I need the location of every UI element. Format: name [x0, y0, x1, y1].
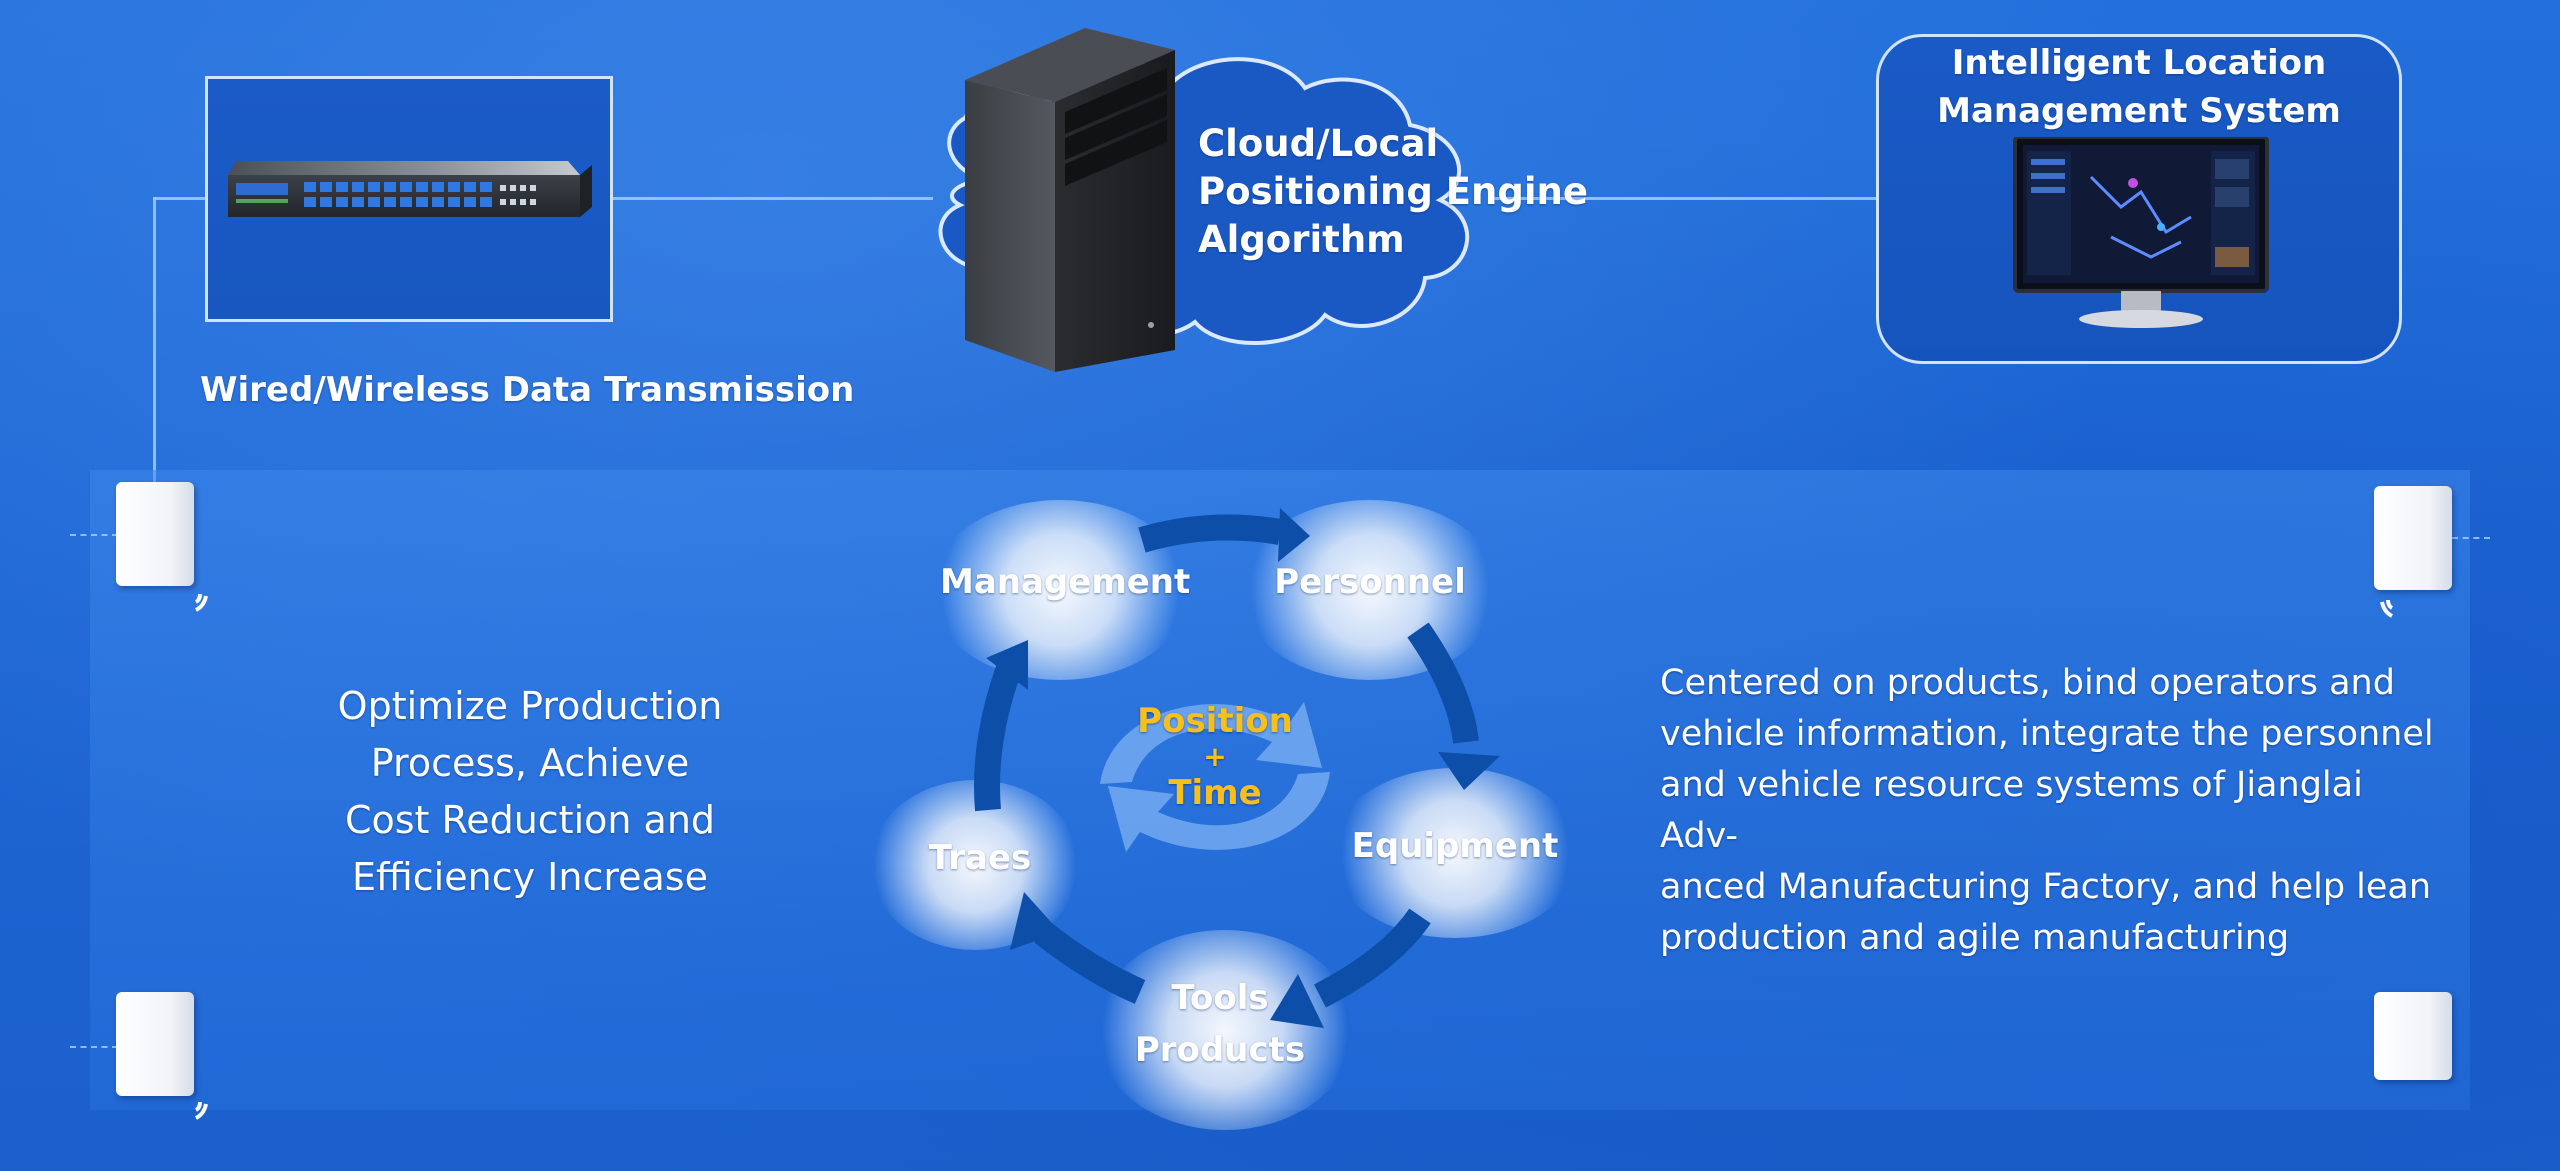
wifi-signal-icon [194, 593, 208, 612]
wifi-signal-icon [2380, 599, 2394, 618]
left-statement-line-3: Cost Reduction and [344, 798, 716, 842]
left-statement-line-4: Efficiency Increase [352, 855, 708, 899]
server-tower-icon [965, 28, 1175, 372]
node-management: Management [940, 562, 1191, 602]
left-statement: Optimize Production Process, Achieve Cos… [310, 678, 750, 906]
right-description-line-4: anced Manufacturing Factory, and help le… [1660, 867, 2432, 907]
refresh-icon [1100, 702, 1330, 852]
right-description-line-3: and vehicle resource systems of Jianglai… [1660, 765, 2363, 856]
right-description-line-1: Centered on products, bind operators and [1660, 663, 2395, 703]
switch-caption: Wired/Wireless Data Transmission [200, 370, 855, 410]
right-description-line-5: production and agile manufacturing [1660, 918, 2290, 958]
node-traces: Traes [928, 838, 1032, 878]
link-left-stub [153, 197, 205, 200]
access-point-icon [116, 992, 194, 1096]
link-switch-to-cloud [613, 197, 933, 200]
access-point-icon [116, 482, 194, 586]
node-personnel: Personnel [1274, 562, 1466, 602]
network-switch-icon [228, 161, 592, 217]
engine-label: Cloud/Local Positioning Engine Algorithm [1198, 120, 1588, 264]
left-statement-line-1: Optimize Production [337, 684, 723, 728]
dash-left-bottom [70, 1046, 118, 1048]
link-cloud-to-platform [1488, 197, 1876, 200]
wifi-signal-icon [194, 1101, 208, 1120]
node-tools-products: Tools Products [1100, 972, 1340, 1076]
cycle-center-position: Position [1137, 701, 1293, 741]
link-left-vertical [153, 197, 156, 487]
platform-panel: Intelligent Location Management System P… [1876, 34, 2402, 364]
monitor-icon [2013, 137, 2269, 328]
cycle-center: Position + Time [1110, 700, 1320, 814]
node-products: Products [1134, 1030, 1306, 1070]
engine-label-line-2: Positioning Engine [1198, 170, 1588, 213]
cycle-center-time: Time [1168, 773, 1262, 813]
engine-label-line-3: Algorithm [1198, 218, 1405, 261]
cycle-center-plus: + [1203, 740, 1227, 773]
access-point-icon [2374, 486, 2452, 590]
glow-equipment [1330, 768, 1580, 938]
node-equipment: Equipment [1351, 826, 1559, 866]
switch-panel [205, 76, 613, 322]
right-description: Centered on products, bind operators and… [1660, 658, 2440, 964]
glow-tools-products [1095, 930, 1355, 1130]
access-point-icon [2374, 992, 2452, 1080]
node-tools: Tools [1171, 978, 1269, 1018]
dash-right-top [2452, 537, 2490, 539]
engine-label-line-1: Cloud/Local [1198, 122, 1439, 165]
right-description-line-2: vehicle information, integrate the perso… [1660, 714, 2434, 754]
dash-left-top [70, 534, 118, 536]
platform-title-line-1: Intelligent Location [1951, 43, 2327, 83]
left-statement-line-2: Process, Achieve [370, 741, 690, 785]
cycle-arrow-icon [974, 508, 1500, 1028]
